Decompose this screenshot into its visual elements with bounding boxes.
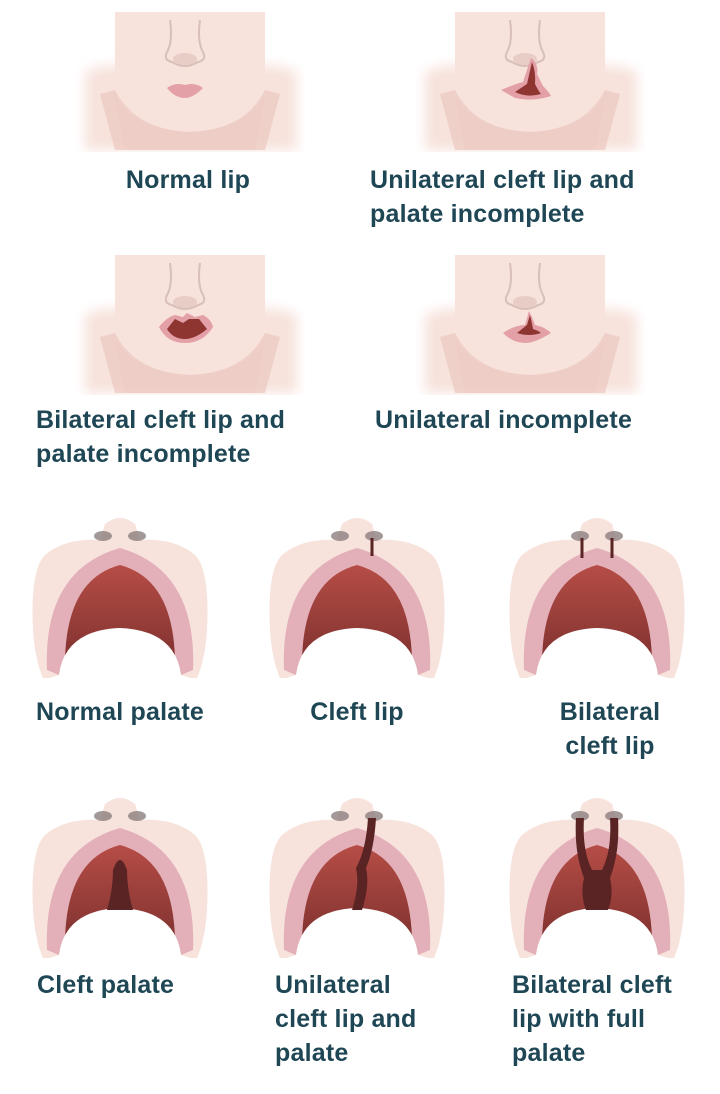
label-line: Bilateral — [559, 698, 661, 726]
label-unilateral-cleft-lip-palate: Unilateral cleft lip and palate — [275, 968, 475, 1070]
cleft-palate-gap — [107, 860, 133, 910]
label-line: Cleft lip — [310, 698, 404, 726]
nostril-left — [331, 531, 349, 541]
mouth-opening — [25, 628, 215, 685]
cleft-opening — [167, 319, 207, 339]
label-unilateral-incomplete: Unilateral incomplete — [375, 403, 705, 437]
mouth-opening — [262, 628, 452, 685]
nose-base — [513, 296, 537, 308]
label-line: Unilateral incomplete — [375, 406, 633, 434]
mouth-opening — [262, 908, 452, 965]
label-line: cleft lip and — [275, 1005, 417, 1033]
figure-unilateral-cleft-lip-palate — [262, 790, 452, 965]
label-line: palate — [512, 1039, 586, 1067]
label-line: palate — [275, 1039, 349, 1067]
figure-bilateral-cleft-lip — [502, 510, 692, 685]
chin-shadow — [455, 97, 605, 150]
figure-normal-lip — [75, 12, 305, 152]
nose-base — [173, 53, 197, 65]
palate-roof — [64, 565, 176, 672]
figure-normal-palate — [25, 510, 215, 685]
cleft-gap — [352, 818, 376, 910]
nostril-right — [605, 811, 623, 821]
label-unilateral-cleft-lip-palate-incomplete: Unilateral cleft lip and palate incomple… — [370, 163, 710, 231]
label-bilateral-cleft-lip-full-palate: Bilateral cleft lip with full palate — [512, 968, 720, 1070]
palate-roof — [541, 565, 653, 672]
cleft-opening — [517, 315, 541, 335]
face — [115, 12, 265, 132]
cleft-gap — [575, 818, 619, 910]
cleft-lip-outer — [501, 58, 551, 100]
chin-shadow — [115, 340, 265, 393]
nose-icon — [164, 19, 206, 67]
label-line: Bilateral cleft — [512, 971, 673, 999]
label-cleft-palate: Cleft palate — [37, 968, 237, 1002]
nostril-left — [94, 811, 112, 821]
nostril-left — [571, 531, 589, 541]
chin-shadow — [455, 340, 605, 393]
label-normal-lip: Normal lip — [88, 163, 288, 197]
nostril-right — [605, 531, 623, 541]
nose-icon — [504, 262, 546, 310]
figure-cleft-lip — [262, 510, 452, 685]
nostril-right — [128, 531, 146, 541]
label-line: Unilateral — [275, 971, 391, 999]
palate-roof — [301, 565, 413, 672]
lips-icon — [167, 84, 203, 98]
label-line: Cleft palate — [37, 971, 175, 999]
label-line: palate incomplete — [36, 440, 251, 468]
figure-unilateral-cleft-lip-palate-incomplete — [415, 12, 645, 152]
nose-icon — [164, 262, 206, 310]
mouth-opening — [502, 908, 692, 965]
label-line: lip with full — [512, 1005, 646, 1033]
nostril-left — [94, 531, 112, 541]
nose-base — [173, 296, 197, 308]
label-line: Bilateral cleft lip and — [36, 406, 286, 434]
figure-unilateral-incomplete — [415, 255, 645, 395]
figure-bilateral-cleft-lip-palate-incomplete — [75, 255, 305, 395]
label-line: palate incomplete — [370, 200, 585, 228]
label-line: cleft lip — [565, 732, 655, 760]
nostril-right — [365, 531, 383, 541]
label-line: Normal lip — [125, 166, 251, 194]
nostril-left — [571, 811, 589, 821]
label-line: Normal palate — [36, 698, 204, 726]
label-line: Unilateral cleft lip and — [370, 166, 635, 194]
label-normal-palate: Normal palate — [5, 695, 235, 729]
nostril-right — [128, 811, 146, 821]
mouth-opening — [502, 628, 692, 685]
figure-bilateral-cleft-lip-full-palate — [502, 790, 692, 965]
label-bilateral-cleft-lip: Bilateral cleft lip — [515, 695, 705, 763]
nose-icon — [504, 19, 546, 67]
mouth-opening — [25, 908, 215, 965]
nostril-left — [331, 811, 349, 821]
figure-cleft-palate — [25, 790, 215, 965]
chin-shadow — [115, 97, 265, 150]
cleft-opening — [515, 62, 541, 96]
label-cleft-lip: Cleft lip — [262, 695, 452, 729]
label-bilateral-cleft-lip-palate-incomplete: Bilateral cleft lip and palate incomplet… — [36, 403, 366, 471]
